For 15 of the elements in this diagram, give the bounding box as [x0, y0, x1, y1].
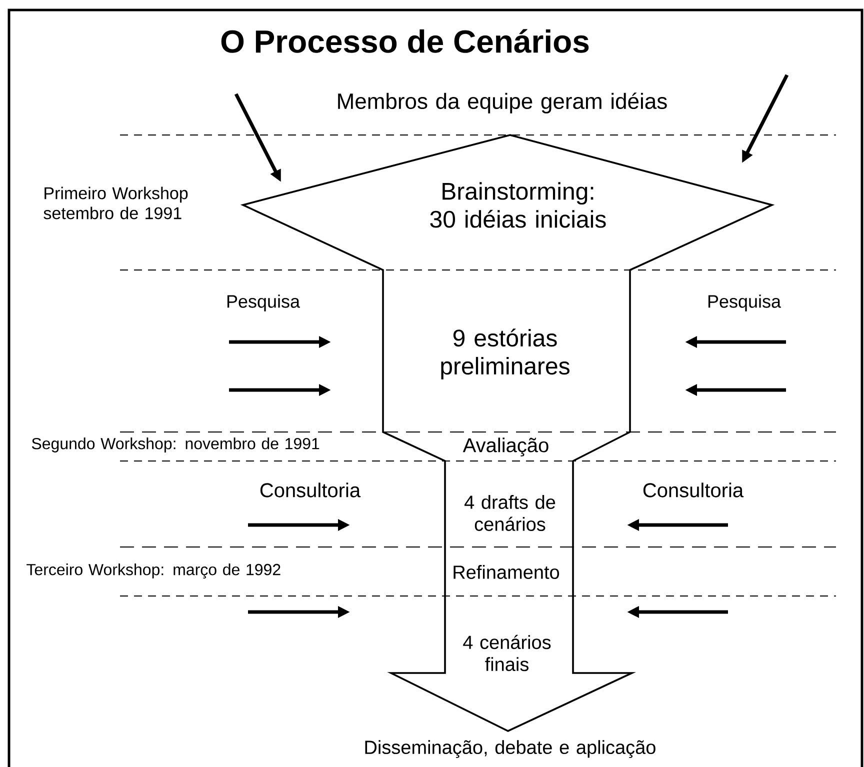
- label-text: Pesquisa: [708, 294, 782, 312]
- label-text: Segundo Workshop: novembro de 1991: [32, 438, 320, 452]
- label-text: Consultoria: [260, 482, 361, 498]
- stage-text: 9 estórias preliminares: [441, 328, 570, 380]
- stage-text: 4 cenários finais: [463, 634, 551, 672]
- stage-text: Avaliação: [462, 438, 548, 456]
- title: O Processo de Cenários: [221, 29, 589, 53]
- label-text: Membros da equipe geram idéias: [338, 92, 667, 114]
- stage-text: Refinamento: [454, 565, 560, 579]
- brainstorm-text: Brainstorming: 30 idéias iniciais: [430, 182, 606, 228]
- stage-text: 4 drafts de cenários: [464, 495, 556, 531]
- label-text: Primeiro Workshop setembro de 1991: [44, 186, 188, 220]
- label-text: Consultoria: [643, 482, 744, 498]
- label-text: Terceiro Workshop: março de 1992: [26, 564, 280, 578]
- label-text: Pesquisa: [227, 294, 300, 312]
